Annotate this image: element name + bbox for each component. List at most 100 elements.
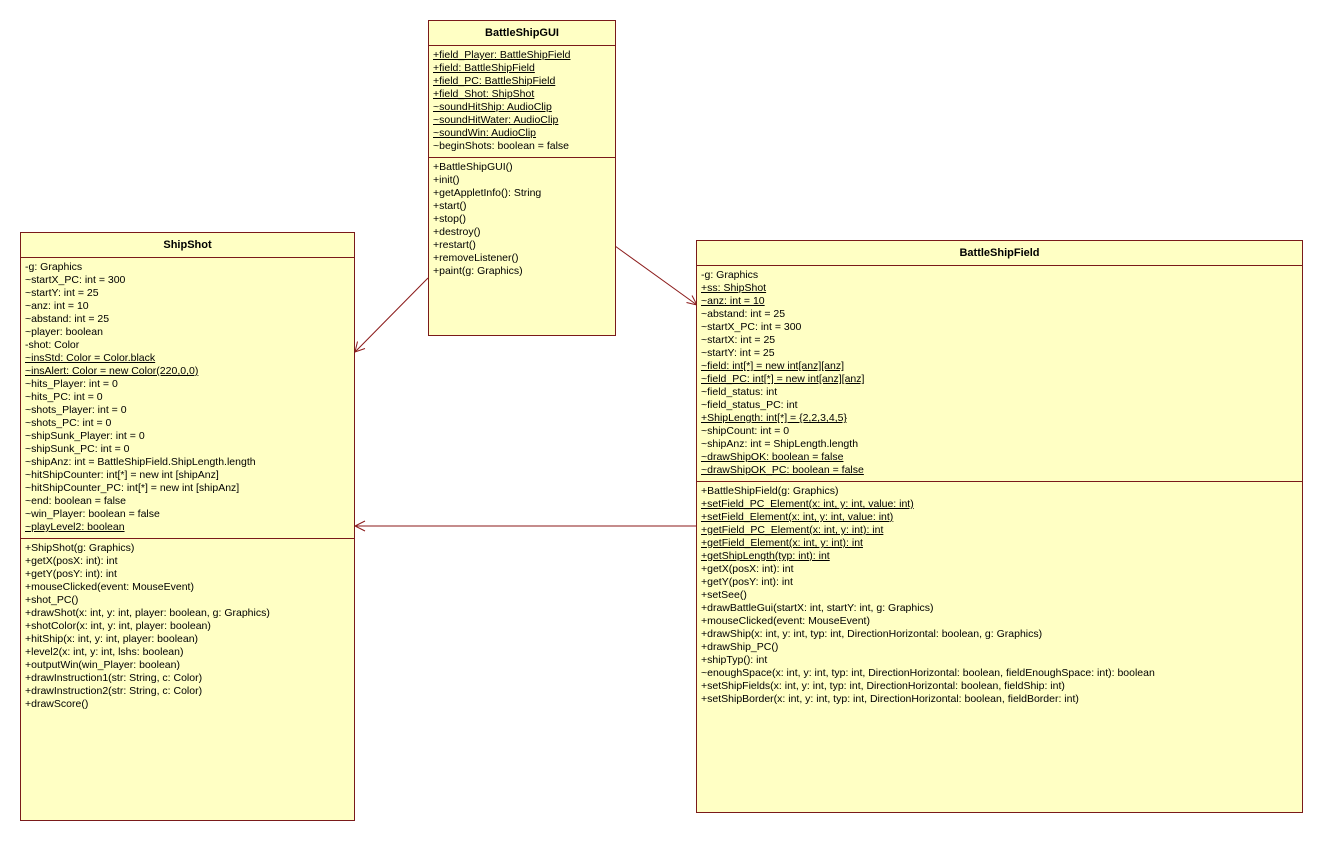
attribute-row: ~field_PC: int[*] = new int[anz][anz] (701, 373, 865, 385)
attribute-compartment: -g: Graphics~startX_PC: int = 300~startY… (21, 258, 354, 539)
arrowhead-gui-to-shipshot (354, 341, 366, 353)
attribute-row: ~hits_Player: int = 0 (25, 378, 118, 390)
attribute-row: +field_Player: BattleShipField (433, 49, 571, 61)
operation-row: +getX(posX: int): int (25, 555, 118, 567)
operation-row: +shotColor(x: int, y: int, player: boole… (25, 620, 211, 632)
class-shipshot[interactable]: ShipShot -g: Graphics~startX_PC: int = 3… (20, 232, 355, 821)
operation-row: +BattleShipField(g: Graphics) (701, 485, 839, 497)
class-name: BattleShipField (697, 241, 1302, 266)
operation-row: +mouseClicked(event: MouseEvent) (701, 615, 870, 627)
operation-row: +drawShip_PC() (701, 641, 779, 653)
operation-row: +level2(x: int, y: int, lshs: boolean) (25, 646, 184, 658)
attribute-row: ~beginShots: boolean = false (433, 140, 570, 152)
attribute-row: ~abstand: int = 25 (701, 308, 786, 320)
operation-row: +mouseClicked(event: MouseEvent) (25, 581, 194, 593)
attribute-row: ~win_Player: boolean = false (25, 508, 160, 520)
operation-row: +setShipBorder(x: int, y: int, typ: int,… (701, 693, 1079, 705)
operation-row: +paint(g: Graphics) (433, 265, 523, 277)
operation-row: +setField_PC_Element(x: int, y: int, val… (701, 498, 914, 510)
attribute-row: ~startY: int = 25 (25, 287, 99, 299)
attribute-row: ~abstand: int = 25 (25, 313, 110, 325)
attribute-row: ~shipAnz: int = ShipLength.length (701, 438, 859, 450)
operation-row: +shipTyp(): int (701, 654, 768, 666)
operation-row: +stop() (433, 213, 466, 225)
attribute-compartment: -g: Graphics+ss: ShipShot~anz: int = 10~… (697, 266, 1302, 482)
attribute-row: +field: BattleShipField (433, 62, 535, 74)
operation-row: +setField_Element(x: int, y: int, value:… (701, 511, 894, 523)
attribute-row: ~shots_Player: int = 0 (25, 404, 127, 416)
operation-row: +drawInstruction1(str: String, c: Color) (25, 672, 203, 684)
attribute-row: -g: Graphics (25, 261, 83, 273)
attribute-row: ~playLevel2: boolean (25, 521, 125, 533)
operation-row: +start() (433, 200, 467, 212)
attribute-row: ~drawShipOK: boolean = false (701, 451, 844, 463)
operation-compartment: +BattleShipGUI()+init()+getAppletInfo():… (429, 158, 615, 282)
association-gui-to-battleshipfield[interactable] (614, 245, 698, 306)
operation-row: +setShipFields(x: int, y: int, typ: int,… (701, 680, 1065, 692)
attribute-row: ~field_status_PC: int (701, 399, 798, 411)
attribute-row: ~startY: int = 25 (701, 347, 775, 359)
attribute-row: +ss: ShipShot (701, 282, 767, 294)
operation-compartment: +ShipShot(g: Graphics)+getX(posX: int): … (21, 539, 354, 715)
operation-row: +getY(posY: int): int (25, 568, 117, 580)
operation-row: +getY(posY: int): int (701, 576, 793, 588)
operation-row: +getShipLength(typ: int): int (701, 550, 830, 562)
attribute-row: ~insAlert: Color = new Color(220,0,0) (25, 365, 199, 377)
attribute-row: ~player: boolean (25, 326, 103, 338)
association-gui-to-shipshot[interactable] (354, 277, 429, 353)
attribute-row: ~hits_PC: int = 0 (25, 391, 103, 403)
attribute-row: ~anz: int = 10 (701, 295, 765, 307)
operation-row: +setSee() (701, 589, 747, 601)
attribute-row: ~shipCount: int = 0 (701, 425, 790, 437)
attribute-row: ~shots_PC: int = 0 (25, 417, 112, 429)
attribute-row: ~shipSunk_PC: int = 0 (25, 443, 130, 455)
arrowhead-battleshipfield-to-shipshot (353, 520, 366, 532)
attribute-row: +ShipLength: int[*] = {2,2,3,4,5} (701, 412, 847, 424)
attribute-row: ~insStd: Color = Color.black (25, 352, 156, 364)
operation-row: +drawShot(x: int, y: int, player: boolea… (25, 607, 270, 619)
operation-row: +getX(posX: int): int (701, 563, 794, 575)
operation-row: +restart() (433, 239, 476, 251)
operation-row: ~enoughSpace(x: int, y: int, typ: int, D… (701, 667, 1155, 679)
operation-row: +drawScore() (25, 698, 89, 710)
operation-row: +getField_Element(x: int, y: int): int (701, 537, 863, 549)
operation-row: +hitShip(x: int, y: int, player: boolean… (25, 633, 199, 645)
class-name: ShipShot (21, 233, 354, 258)
class-battleshipgui[interactable]: BattleShipGUI +field_Player: BattleShipF… (428, 20, 616, 336)
attribute-row: ~shipSunk_Player: int = 0 (25, 430, 145, 442)
attribute-row: ~hitShipCounter: int[*] = new int [shipA… (25, 469, 219, 481)
operation-row: +init() (433, 174, 460, 186)
attribute-compartment: +field_Player: BattleShipField+field: Ba… (429, 46, 615, 158)
operation-row: +ShipShot(g: Graphics) (25, 542, 135, 554)
operation-row: +shot_PC() (25, 594, 79, 606)
attribute-row: ~startX_PC: int = 300 (701, 321, 802, 333)
operation-row: +removeListener() (433, 252, 519, 264)
operation-row: +drawShip(x: int, y: int, typ: int, Dire… (701, 628, 1043, 640)
attribute-row: ~soundHitShip: AudioClip (433, 101, 552, 113)
attribute-row: -g: Graphics (701, 269, 759, 281)
attribute-row: +field_Shot: ShipShot (433, 88, 535, 100)
attribute-row: ~startX: int = 25 (701, 334, 776, 346)
operation-compartment: +BattleShipField(g: Graphics)+setField_P… (697, 482, 1302, 710)
class-name: BattleShipGUI (429, 21, 615, 46)
attribute-row: ~drawShipOK_PC: boolean = false (701, 464, 864, 476)
attribute-row: ~field_status: int (701, 386, 778, 398)
attribute-row: ~hitShipCounter_PC: int[*] = new int [sh… (25, 482, 240, 494)
attribute-row: ~anz: int = 10 (25, 300, 89, 312)
attribute-row: ~soundWin: AudioClip (433, 127, 537, 139)
operation-row: +outputWin(win_Player: boolean) (25, 659, 180, 671)
attribute-row: +field_PC: BattleShipField (433, 75, 556, 87)
operation-row: +getAppletInfo(): String (433, 187, 542, 199)
attribute-row: ~soundHitWater: AudioClip (433, 114, 559, 126)
operation-row: +BattleShipGUI() (433, 161, 513, 173)
attribute-row: ~field: int[*] = new int[anz][anz] (701, 360, 845, 372)
operation-row: +getField_PC_Element(x: int, y: int): in… (701, 524, 884, 536)
attribute-row: ~startX_PC: int = 300 (25, 274, 126, 286)
attribute-row: ~end: boolean = false (25, 495, 127, 507)
attribute-row: ~shipAnz: int = BattleShipField.ShipLeng… (25, 456, 256, 468)
operation-row: +drawInstruction2(str: String, c: Color) (25, 685, 203, 697)
class-battleshipfield[interactable]: BattleShipField -g: Graphics+ss: ShipSho… (696, 240, 1303, 813)
operation-row: +destroy() (433, 226, 481, 238)
attribute-row: -shot: Color (25, 339, 80, 351)
operation-row: +drawBattleGui(startX: int, startY: int,… (701, 602, 934, 614)
